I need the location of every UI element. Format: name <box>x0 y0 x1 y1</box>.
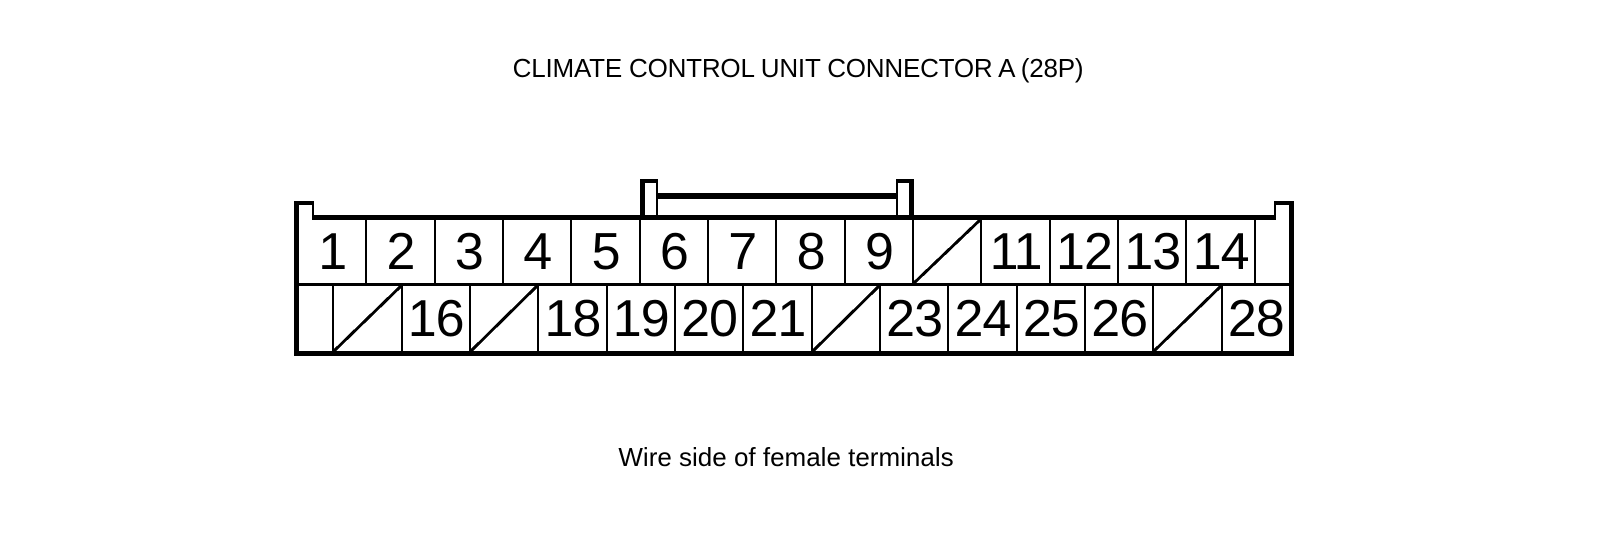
pin-cell-8: 8 <box>777 220 846 283</box>
pin-cell-6: 6 <box>640 220 710 283</box>
housing-notch-right <box>1274 201 1294 220</box>
blocked-pin-cell <box>334 286 403 351</box>
slash-icon <box>812 286 879 351</box>
pin-number: 26 <box>1091 289 1148 348</box>
pin-cell-18: 18 <box>539 286 608 351</box>
pin-cell-3: 3 <box>435 220 505 283</box>
pin-number: 7 <box>728 222 757 281</box>
pin-number: 20 <box>681 289 738 348</box>
latch-post-right <box>896 179 914 215</box>
pin-cell-19: 19 <box>607 286 676 351</box>
pin-cell-20: 20 <box>675 286 745 351</box>
housing-notch-left <box>294 201 314 220</box>
pin-cell-26: 26 <box>1085 286 1155 351</box>
pin-cell-1: 1 <box>299 220 368 283</box>
pin-cell-24: 24 <box>949 286 1018 351</box>
pin-cell-21: 21 <box>744 286 813 351</box>
pin-cell-25: 25 <box>1017 286 1086 351</box>
pin-cell-2: 2 <box>367 220 436 283</box>
pin-number: 5 <box>591 222 621 281</box>
slash-icon <box>334 286 401 351</box>
pin-cell-13: 13 <box>1119 220 1188 283</box>
pin-number: 12 <box>1056 222 1113 281</box>
pin-number: 9 <box>864 222 894 281</box>
pin-number: 23 <box>886 289 943 348</box>
pin-cell-28: 28 <box>1222 286 1289 351</box>
blocked-pin-cell <box>914 220 983 283</box>
pin-number: 11 <box>989 222 1043 281</box>
pin-number: 3 <box>454 222 484 281</box>
pin-cell-9: 9 <box>845 220 915 283</box>
pin-number: 1 <box>318 222 347 281</box>
latch-bar <box>658 193 896 199</box>
pin-number: 4 <box>523 222 552 281</box>
slash-icon <box>1154 286 1221 351</box>
spacer-cell <box>1255 220 1289 283</box>
pin-number: 21 <box>749 289 806 348</box>
diagram-caption: Wire side of female terminals <box>618 442 954 472</box>
spacer-cell <box>299 286 335 351</box>
pin-number: 14 <box>1192 222 1250 281</box>
pin-number: 8 <box>796 222 826 281</box>
slash-icon <box>914 220 981 283</box>
slash-icon <box>470 286 538 351</box>
blocked-pin-cell <box>812 286 881 351</box>
pin-cell-11: 11 <box>982 220 1051 283</box>
blocked-pin-cell <box>470 286 540 351</box>
pin-cell-4: 4 <box>504 220 573 283</box>
pin-number: 24 <box>954 289 1012 348</box>
pin-number: 16 <box>407 289 465 348</box>
pin-number: 19 <box>612 289 670 348</box>
latch-post-left <box>640 179 658 215</box>
blocked-pin-cell <box>1154 286 1223 351</box>
pin-number: 2 <box>386 222 416 281</box>
pin-number: 13 <box>1124 222 1181 281</box>
pin-cell-14: 14 <box>1187 220 1256 283</box>
pin-cell-16: 16 <box>402 286 471 351</box>
pin-number: 25 <box>1022 289 1080 348</box>
pin-cell-7: 7 <box>709 220 778 283</box>
diagram-title: CLIMATE CONTROL UNIT CONNECTOR A (28P) <box>512 53 1084 83</box>
pin-number: 28 <box>1227 289 1285 348</box>
pin-number: 18 <box>544 289 601 348</box>
pin-number: 6 <box>659 222 689 281</box>
pin-cell-12: 12 <box>1050 220 1120 283</box>
pin-cell-5: 5 <box>572 220 641 283</box>
pin-cell-23: 23 <box>880 286 950 351</box>
